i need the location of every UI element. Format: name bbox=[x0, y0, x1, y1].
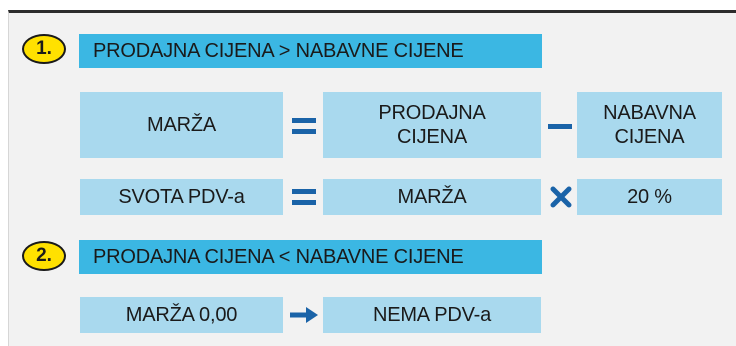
case2-badge: 2. bbox=[22, 241, 66, 271]
case1-row2-operand2: 20 % bbox=[577, 179, 722, 215]
case1-badge: 1. bbox=[22, 34, 66, 64]
multiply-icon bbox=[545, 181, 577, 213]
case1-row1-operand1: PRODAJNA CIJENA bbox=[323, 92, 541, 158]
case1-row1-result: MARŽA bbox=[80, 92, 283, 158]
equals-icon bbox=[288, 181, 320, 213]
case1-row1-operand2: NABAVNA CIJENA bbox=[577, 92, 722, 158]
case2-row1-right: NEMA PDV-a bbox=[323, 297, 541, 333]
case1-row2-result: SVOTA PDV-a bbox=[80, 179, 283, 215]
case2-row1-left: MARŽA 0,00 bbox=[80, 297, 283, 333]
arrow-right-icon bbox=[288, 299, 320, 331]
minus-icon bbox=[544, 110, 576, 142]
case1-condition: PRODAJNA CIJENA > NABAVNE CIJENE bbox=[79, 34, 542, 68]
case1-row2-operand1: MARŽA bbox=[323, 179, 541, 215]
equals-icon bbox=[288, 110, 320, 142]
case2-condition: PRODAJNA CIJENA < NABAVNE CIJENE bbox=[79, 240, 542, 274]
